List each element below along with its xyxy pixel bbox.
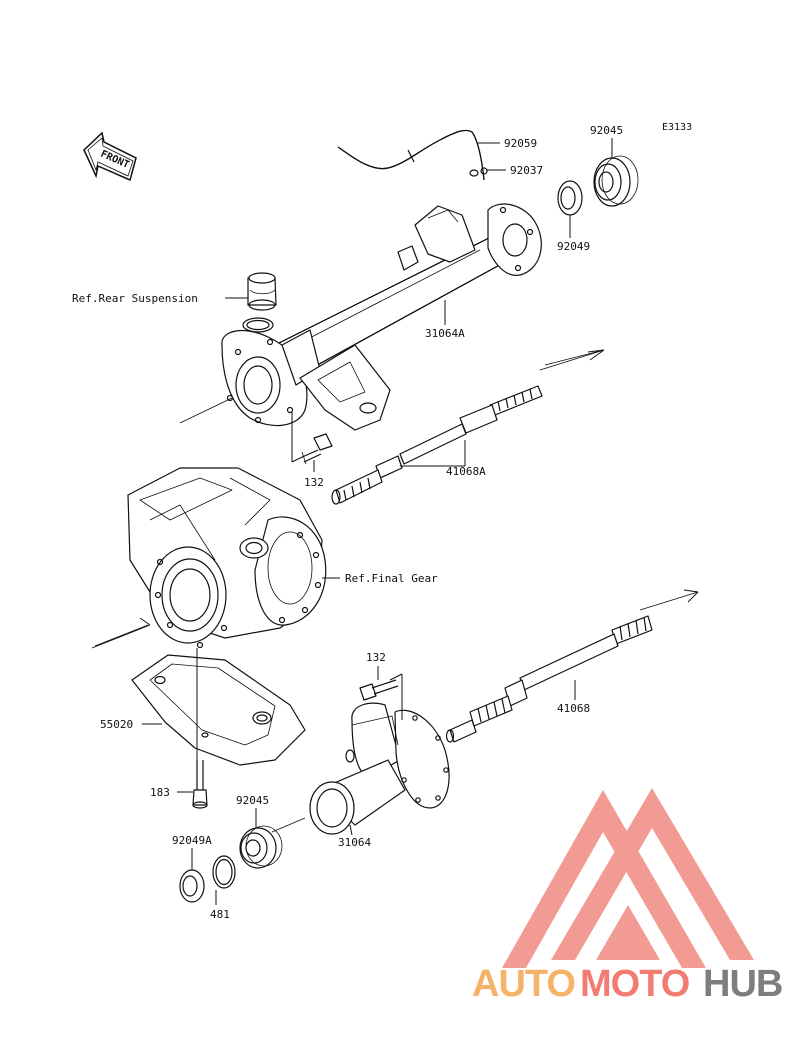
axis-line-middle [91, 617, 151, 649]
label-183: 183 [150, 786, 170, 799]
axle-housing-31064A [221, 203, 542, 431]
automotohub-watermark: AUTO MOTO HUB [472, 963, 783, 1005]
label-92059: 92059 [504, 137, 537, 150]
label-ref-rear-suspension: Ref.Rear Suspension [72, 292, 198, 305]
label-92049: 92049 [557, 240, 590, 253]
label-132-top: 132 [304, 476, 324, 489]
suspension-bushing [247, 272, 277, 311]
snap-ring-481 [212, 855, 236, 889]
shaft-41068 [445, 615, 653, 743]
watermark-moto: MOTO [580, 963, 689, 1005]
bolt-132-top [299, 433, 333, 465]
automotohub-logo-icon [502, 788, 754, 968]
bolt-132-bottom [359, 679, 399, 701]
diagram-code: E3133 [662, 122, 692, 133]
bearing-92045-bottom [239, 825, 283, 869]
label-31064A: 31064A [425, 327, 465, 340]
label-31064: 31064 [338, 836, 371, 849]
label-41068A: 41068A [446, 465, 486, 478]
final-gear-case [127, 467, 327, 649]
label-ref-final-gear: Ref.Final Gear [345, 572, 438, 585]
label-92049A: 92049A [172, 834, 212, 847]
watermark-hub: HUB [703, 963, 782, 1005]
label-132-bottom: 132 [366, 651, 386, 664]
o-ring [242, 317, 274, 333]
shaft-41068A [331, 385, 543, 505]
label-92045-bottom: 92045 [236, 794, 269, 807]
clip-92037 [469, 167, 488, 177]
bolt-183 [192, 760, 208, 809]
seal-92049A [179, 869, 205, 903]
bearing-92045-top [593, 155, 639, 207]
label-55020: 55020 [100, 718, 133, 731]
front-arrow-icon: FRONT [83, 131, 137, 182]
axis-line-lower [639, 589, 699, 611]
watermark-auto: AUTO [472, 963, 575, 1005]
axis-line-upper [179, 349, 605, 424]
axis-line-bearing [271, 817, 306, 833]
label-481: 481 [210, 908, 230, 921]
label-92045-top: 92045 [590, 124, 623, 137]
guard-plate-55020 [131, 654, 306, 766]
hose-92059 [337, 129, 485, 181]
leader-lines [142, 138, 613, 905]
label-41068: 41068 [557, 702, 590, 715]
seal-92049 [557, 180, 583, 216]
label-92037: 92037 [510, 164, 543, 177]
axle-housing-31064 [309, 702, 450, 835]
